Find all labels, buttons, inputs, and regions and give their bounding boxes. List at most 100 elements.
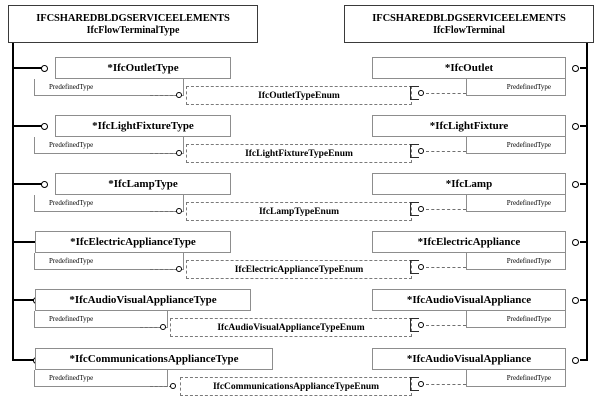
- dependency-bracket-right-4: [410, 260, 419, 274]
- dependency-bracket-right-6: [410, 377, 419, 391]
- dependency-line-right-6: [426, 384, 466, 385]
- class-box-ifclightfixturetype[interactable]: *IfcLightFixtureType: [55, 115, 231, 137]
- branch-line-right-4: [580, 241, 588, 243]
- association-dot-left-2: [41, 122, 48, 130]
- attribute-row-left-4: PredefinedType: [34, 253, 184, 270]
- attribute-row-right-1: PredefinedType: [466, 79, 566, 96]
- class-name-label: *IfcLamp: [445, 178, 493, 190]
- dependency-line-right-1: [426, 93, 466, 94]
- enum-label: IfcAudioVisualApplianceTypeEnum: [214, 322, 368, 333]
- attribute-row-right-6: PredefinedType: [466, 370, 566, 387]
- branch-line-left-3: [13, 183, 43, 185]
- enum-box-ifclamptypeenum[interactable]: IfcLampTypeEnum: [186, 202, 412, 221]
- class-box-ifcelectricappliance[interactable]: *IfcElectricAppliance: [372, 231, 566, 253]
- class-name-label: *IfcAudioVisualAppliance: [406, 294, 532, 306]
- attribute-label: PredefinedType: [506, 257, 551, 265]
- attribute-row-right-4: PredefinedType: [466, 253, 566, 270]
- dependency-dot-left-1: [176, 92, 182, 98]
- association-dot-right-3: [572, 180, 579, 188]
- dependency-dot-left-5: [160, 324, 166, 330]
- dependency-dot-right-1: [418, 90, 424, 96]
- package-header-left: IFCSHAREDBLDGSERVICEELEMENTS IfcFlowTerm…: [8, 5, 258, 43]
- class-box-ifcoutlettype[interactable]: *IfcOutletType: [55, 57, 231, 79]
- dependency-dot-left-4: [176, 266, 182, 272]
- branch-line-right-3: [580, 183, 588, 185]
- dependency-dot-left-3: [176, 208, 182, 214]
- left-trunk-line: [12, 43, 14, 361]
- class-box-ifclamp[interactable]: *IfcLamp: [372, 173, 566, 195]
- association-dot-right-4: [572, 238, 579, 246]
- dependency-line-left-2: [150, 153, 178, 154]
- class-box-ifclamptype[interactable]: *IfcLampType: [55, 173, 231, 195]
- attribute-row-left-2: PredefinedType: [34, 137, 184, 154]
- dependency-line-left-5: [140, 327, 162, 328]
- branch-line-left-4: [13, 241, 43, 243]
- attribute-row-left-1: PredefinedType: [34, 79, 184, 96]
- enum-box-ifcelectricappliancetypeenum[interactable]: IfcElectricApplianceTypeEnum: [186, 260, 412, 279]
- class-name-label: *IfcAudioVisualApplianceType: [69, 294, 217, 306]
- class-name-label: *IfcLightFixture: [429, 120, 509, 132]
- dependency-line-right-5: [426, 325, 466, 326]
- attribute-label: PredefinedType: [506, 374, 551, 382]
- dependency-dot-right-4: [418, 264, 424, 270]
- class-box-ifcaudiovisualappliancetype[interactable]: *IfcAudioVisualApplianceType: [35, 289, 251, 311]
- branch-line-left-6: [13, 359, 35, 361]
- class-name-label: *IfcLampType: [108, 178, 178, 190]
- class-box-ifccommunicationsappliancetype[interactable]: *IfcCommunicationsApplianceType: [35, 348, 273, 370]
- dependency-dot-right-5: [418, 322, 424, 328]
- dependency-bracket-right-5: [410, 318, 419, 332]
- attribute-label: PredefinedType: [49, 315, 94, 323]
- attribute-row-right-3: PredefinedType: [466, 195, 566, 212]
- dependency-line-left-4: [150, 269, 178, 270]
- association-dot-right-5: [572, 296, 579, 304]
- class-name-label: *IfcElectricApplianceType: [70, 236, 196, 248]
- enum-label: IfcLightFixtureTypeEnum: [242, 148, 356, 159]
- dependency-bracket-right-3: [410, 202, 419, 216]
- dependency-line-left-1: [150, 95, 178, 96]
- package-namespace-left: IFCSHAREDBLDGSERVICEELEMENTS: [36, 13, 230, 24]
- dependency-dot-right-6: [418, 381, 424, 387]
- enum-box-ifcaudiovisualappliancetypeenum[interactable]: IfcAudioVisualApplianceTypeEnum: [170, 318, 412, 337]
- class-box-ifcelectricappliancetype[interactable]: *IfcElectricApplianceType: [35, 231, 231, 253]
- package-header-right: IFCSHAREDBLDGSERVICEELEMENTS IfcFlowTerm…: [344, 5, 594, 43]
- association-dot-right-1: [572, 64, 579, 72]
- branch-line-left-5: [13, 299, 35, 301]
- attribute-label: PredefinedType: [49, 141, 94, 149]
- class-box-ifcaudiovisualappliance-2[interactable]: *IfcAudioVisualAppliance: [372, 348, 566, 370]
- class-name-label: *IfcElectricAppliance: [417, 236, 521, 248]
- dependency-line-right-2: [426, 151, 466, 152]
- class-box-ifclightfixture[interactable]: *IfcLightFixture: [372, 115, 566, 137]
- enum-box-ifcoutlettypeenum[interactable]: IfcOutletTypeEnum: [186, 86, 412, 105]
- enum-label: IfcOutletTypeEnum: [255, 90, 343, 101]
- dependency-line-right-3: [426, 209, 466, 210]
- dependency-dot-right-2: [418, 148, 424, 154]
- enum-box-ifccommunicationsappliancetypeenum[interactable]: IfcCommunicationsApplianceTypeEnum: [180, 377, 412, 396]
- dependency-bracket-right-1: [410, 86, 419, 100]
- class-box-ifcaudiovisualappliance[interactable]: *IfcAudioVisualAppliance: [372, 289, 566, 311]
- class-box-ifcoutlet[interactable]: *IfcOutlet: [372, 57, 566, 79]
- branch-line-right-5: [580, 299, 588, 301]
- package-name-right: IfcFlowTerminal: [433, 25, 505, 37]
- dependency-line-right-4: [426, 267, 466, 268]
- enum-box-ifclightfixturetypeenum[interactable]: IfcLightFixtureTypeEnum: [186, 144, 412, 163]
- attribute-label: PredefinedType: [49, 257, 94, 265]
- package-name-left: IfcFlowTerminalType: [86, 25, 180, 37]
- attribute-label: PredefinedType: [49, 199, 94, 207]
- package-namespace-right: IFCSHAREDBLDGSERVICEELEMENTS: [372, 13, 566, 24]
- dependency-dot-left-2: [176, 150, 182, 156]
- dependency-line-left-3: [150, 211, 178, 212]
- class-name-label: *IfcCommunicationsApplianceType: [69, 353, 239, 365]
- attribute-label: PredefinedType: [506, 141, 551, 149]
- attribute-label: PredefinedType: [506, 315, 551, 323]
- right-trunk-line: [586, 43, 588, 361]
- enum-label: IfcElectricApplianceTypeEnum: [231, 264, 367, 275]
- attribute-label: PredefinedType: [49, 374, 94, 382]
- association-dot-left-1: [41, 64, 48, 72]
- association-dot-right-6: [572, 356, 579, 364]
- enum-label: IfcLampTypeEnum: [255, 206, 343, 217]
- class-name-label: *IfcOutlet: [444, 62, 494, 74]
- association-dot-right-2: [572, 122, 579, 130]
- dependency-line-left-6: [150, 386, 172, 387]
- branch-line-left-1: [13, 67, 43, 69]
